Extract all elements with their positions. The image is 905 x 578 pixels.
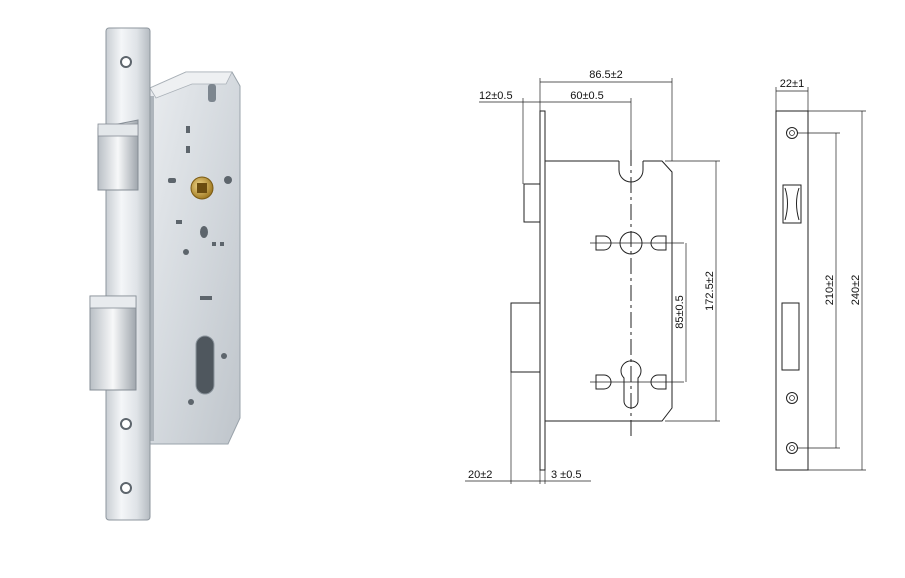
- cylinder-fixing-hole: [188, 399, 194, 405]
- faceplate-screw-hole: [120, 482, 132, 494]
- case-top-notch: [208, 84, 216, 102]
- dim-faceplate-thickness: 3 ±0.5: [551, 469, 582, 481]
- faceplate-screw-hole: [120, 56, 132, 68]
- case-hole: [200, 226, 208, 238]
- case-screw-hole: [224, 176, 232, 184]
- side-deadbolt: [510, 302, 541, 373]
- spindle-square: [197, 183, 207, 193]
- front-view-drawing: 22±1 210±2 240±2: [775, 78, 866, 471]
- dead-bolt: [89, 295, 137, 391]
- dim-screw-spacing: 210±2: [824, 275, 836, 306]
- side-view-drawing: 86.5±2 12±0.5 60±0.5 172.5±2 85±0.5 20±2…: [465, 69, 720, 484]
- case-screw-hole: [221, 353, 227, 359]
- latch-bolt: [97, 119, 139, 191]
- case-slot: [176, 220, 182, 224]
- front-deadbolt-opening: [781, 302, 800, 371]
- case-slot: [200, 296, 212, 300]
- front-faceplate: [775, 110, 809, 471]
- dim-overall-depth: 86.5±2: [589, 69, 623, 81]
- side-latch: [523, 183, 541, 223]
- case-slot: [186, 146, 190, 153]
- dim-case-height: 172.5±2: [704, 271, 716, 311]
- product-photo: [89, 27, 241, 521]
- faceplate-screw-hole: [120, 418, 132, 430]
- side-screw-slot: [595, 235, 612, 251]
- side-screw-slot: [650, 374, 667, 390]
- latch-bolt-top: [97, 123, 139, 137]
- side-cylinder-hole: [620, 360, 642, 409]
- case-slot: [220, 242, 224, 246]
- faceplate: [105, 27, 151, 521]
- front-screw-hole: [786, 127, 798, 139]
- case-side-strip: [148, 96, 154, 441]
- lock-case: [149, 71, 241, 445]
- dim-faceplate-offset: 12±0.5: [479, 90, 513, 102]
- dim-faceplate-height: 240±2: [850, 275, 862, 306]
- dim-bolt-projection: 20±2: [468, 469, 492, 481]
- dim-backset: 60±0.5: [570, 90, 604, 102]
- case-hole: [183, 249, 189, 255]
- case-slot: [168, 178, 176, 183]
- case-slot: [186, 126, 190, 133]
- dead-bolt-top: [89, 295, 137, 309]
- front-latch-opening: [782, 184, 802, 224]
- front-screw-hole: [786, 392, 798, 404]
- front-screw-hole: [786, 442, 798, 454]
- case-slot: [212, 242, 216, 246]
- side-screw-slot: [650, 235, 667, 251]
- side-case-outline: [545, 160, 673, 422]
- cylinder-cutout: [195, 335, 215, 395]
- dim-faceplate-width: 22±1: [780, 78, 804, 90]
- lock-case-top-edge: [149, 71, 233, 99]
- side-screw-slot: [595, 374, 612, 390]
- dim-centre-distance: 85±0.5: [674, 295, 686, 329]
- side-faceplate: [539, 110, 546, 471]
